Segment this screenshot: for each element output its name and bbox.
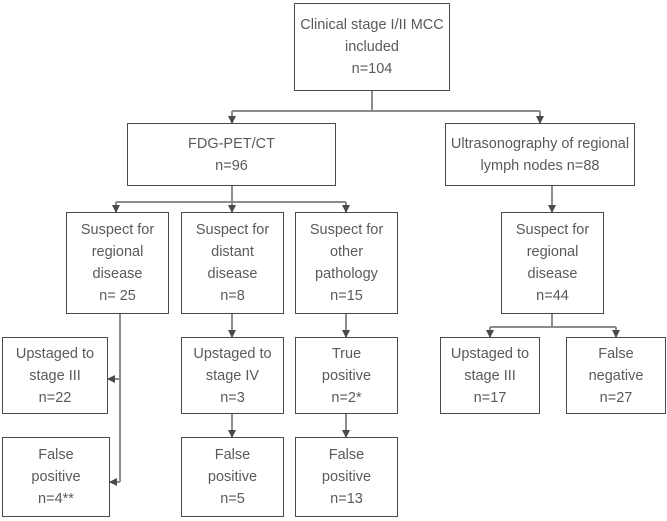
box-text-line: False [328, 447, 365, 463]
box-text-line: n=15 [330, 288, 363, 304]
box-text-line: pathology [315, 266, 378, 282]
box-text-line: n=96 [215, 157, 248, 174]
box-text-line: n=27 [599, 389, 633, 406]
box-text-line: disease [527, 266, 578, 282]
box-text-line: False [38, 447, 74, 463]
box-text-line: negative [588, 367, 644, 384]
box-text-line: FDG-PET/CT [188, 135, 275, 152]
box-text-line: Ultrasonography of regional [450, 135, 630, 152]
box-text-line: n=5 [220, 491, 245, 507]
box-text-line: disease [207, 266, 258, 282]
box-upstaged-stage-iii: Upstaged to stage III n=22 [2, 337, 108, 414]
box-text-line: regional [526, 244, 579, 260]
box-text-line: False [598, 345, 634, 362]
box-text-line: positive [31, 469, 81, 485]
box-ultrasonography: Ultrasonography of regional lymph nodes n… [445, 123, 635, 186]
box-text-line: n=13 [330, 491, 363, 507]
box-text-line: Upstaged to [15, 345, 95, 362]
box-suspect-regional: Suspect for regional disease n= 25 [66, 212, 169, 314]
box-text-line: included [344, 39, 399, 55]
box-text-line: n=2* [331, 389, 362, 406]
box-text-line: False [214, 447, 251, 463]
box-suspect-other: Suspect for other pathology n=15 [295, 212, 398, 314]
box-upstaged-stage-iv: Upstaged to stage IV n=3 [181, 337, 284, 414]
box-text-line: n=17 [473, 389, 507, 406]
box-us-upstaged-stage-iii: Upstaged to stage III n=17 [440, 337, 540, 414]
box-text-line: n=8 [220, 288, 245, 304]
box-text-line: True [331, 345, 362, 362]
box-text-line: Suspect for [515, 222, 590, 238]
box-text-line: positive [207, 469, 258, 485]
box-text-line: Suspect for [195, 222, 270, 238]
box-text-line: n=22 [38, 389, 72, 406]
box-text-line: Suspect for [309, 222, 384, 238]
box-text-line: n=3 [220, 389, 245, 406]
box-us-suspect-regional: Suspect for regional disease n=44 [501, 212, 604, 314]
box-false-positive-distant: False positive n=5 [181, 437, 284, 517]
box-suspect-distant: Suspect for distant disease n=8 [181, 212, 284, 314]
box-text-line: positive [321, 367, 372, 384]
box-text-line: lymph nodes n=88 [480, 157, 600, 174]
box-text-line: distant [211, 244, 254, 260]
box-text-line: n= 25 [99, 288, 136, 304]
box-text-line: other [329, 244, 364, 260]
box-fdg-pet-ct: FDG-PET/CT n=96 [127, 123, 336, 186]
box-text-line: disease [92, 266, 143, 282]
box-text-line: n=4** [38, 491, 74, 507]
box-false-positive-regional: False positive n=4** [2, 437, 110, 517]
box-text-line: Upstaged to [193, 345, 272, 362]
box-clinical-stage: Clinical stage I/II MCC included n=104 [294, 3, 450, 91]
box-false-positive-other: False positive n=13 [295, 437, 398, 517]
box-text-line: stage III [464, 367, 516, 384]
box-text-line: Suspect for [80, 222, 155, 238]
box-text-line: n=44 [536, 288, 569, 304]
box-text-line: positive [321, 469, 372, 485]
box-text-line: stage III [29, 367, 81, 384]
box-text-line: n=104 [351, 61, 393, 77]
box-text-line: stage IV [205, 367, 260, 384]
box-true-positive: True positive n=2* [295, 337, 398, 414]
box-text-line: regional [91, 244, 144, 260]
box-false-negative: False negative n=27 [566, 337, 666, 414]
box-text-line: Clinical stage I/II MCC [300, 17, 444, 33]
box-text-line: Upstaged to [450, 345, 530, 362]
